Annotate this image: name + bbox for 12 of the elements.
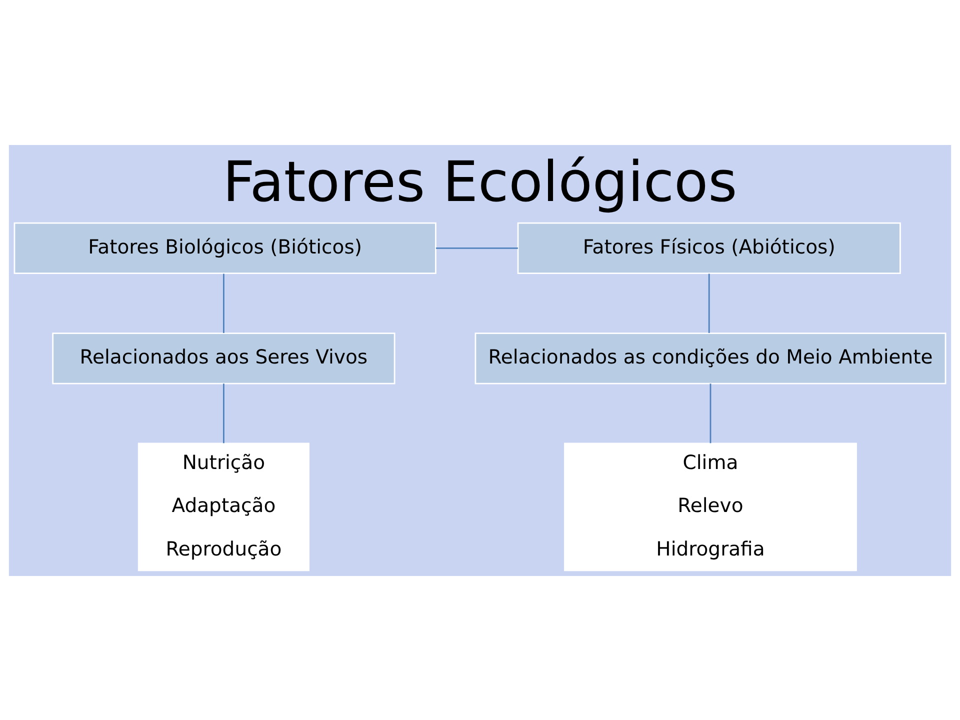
connector — [223, 383, 224, 443]
connector — [436, 247, 518, 248]
connector — [710, 383, 712, 443]
connector — [708, 273, 710, 332]
node-box: Clima Relevo Hidrografia — [564, 442, 857, 571]
node-box: Fatores Físicos (Abióticos) — [517, 222, 901, 274]
node-box: Relacionados aos Seres Vivos — [52, 332, 396, 384]
node-box: Relacionados as condições do Meio Ambiente — [474, 332, 946, 384]
node-box: Fatores Biológicos (Bióticos) — [14, 222, 436, 274]
connector — [223, 273, 224, 332]
diagram-title: Fatores Ecológicos — [222, 149, 738, 214]
node-box: Nutrição Adaptação Reprodução — [138, 442, 310, 571]
